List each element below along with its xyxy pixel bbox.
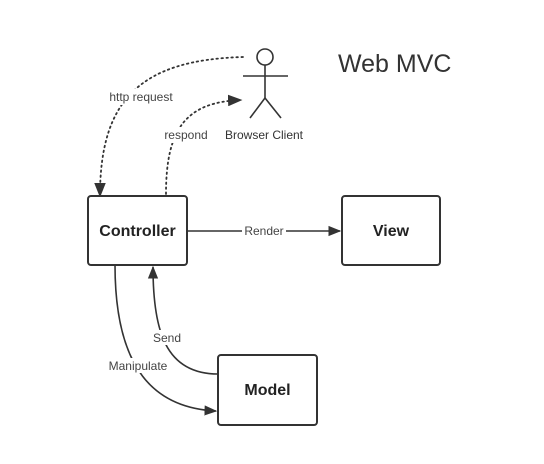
- respond-edge: [165, 94, 243, 195]
- manipulate-label: Manipulate: [109, 359, 168, 373]
- send-edge: [147, 265, 219, 375]
- http-request-label-bg: [103, 89, 179, 105]
- browser-client-actor-icon: [243, 48, 288, 119]
- browser-client-label: Browser Client: [225, 128, 304, 142]
- send-label-bg: [149, 330, 185, 345]
- http-request-label: http request: [109, 90, 173, 104]
- model-box: [217, 354, 318, 426]
- send-label: Send: [153, 331, 181, 345]
- render-label: Render: [244, 224, 283, 238]
- controller-label: Controller: [99, 223, 175, 240]
- http-request-edge: [94, 56, 244, 198]
- diagram-title: Web MVC: [338, 50, 451, 78]
- manipulate-label-bg: [105, 358, 171, 373]
- model-label: Model: [244, 382, 290, 399]
- view-label: View: [373, 223, 410, 240]
- respond-label-bg: [160, 127, 212, 143]
- render-label-bg: [242, 224, 286, 239]
- manipulate-edge: [114, 264, 218, 416]
- respond-label: respond: [164, 128, 207, 142]
- view-box: [341, 195, 441, 266]
